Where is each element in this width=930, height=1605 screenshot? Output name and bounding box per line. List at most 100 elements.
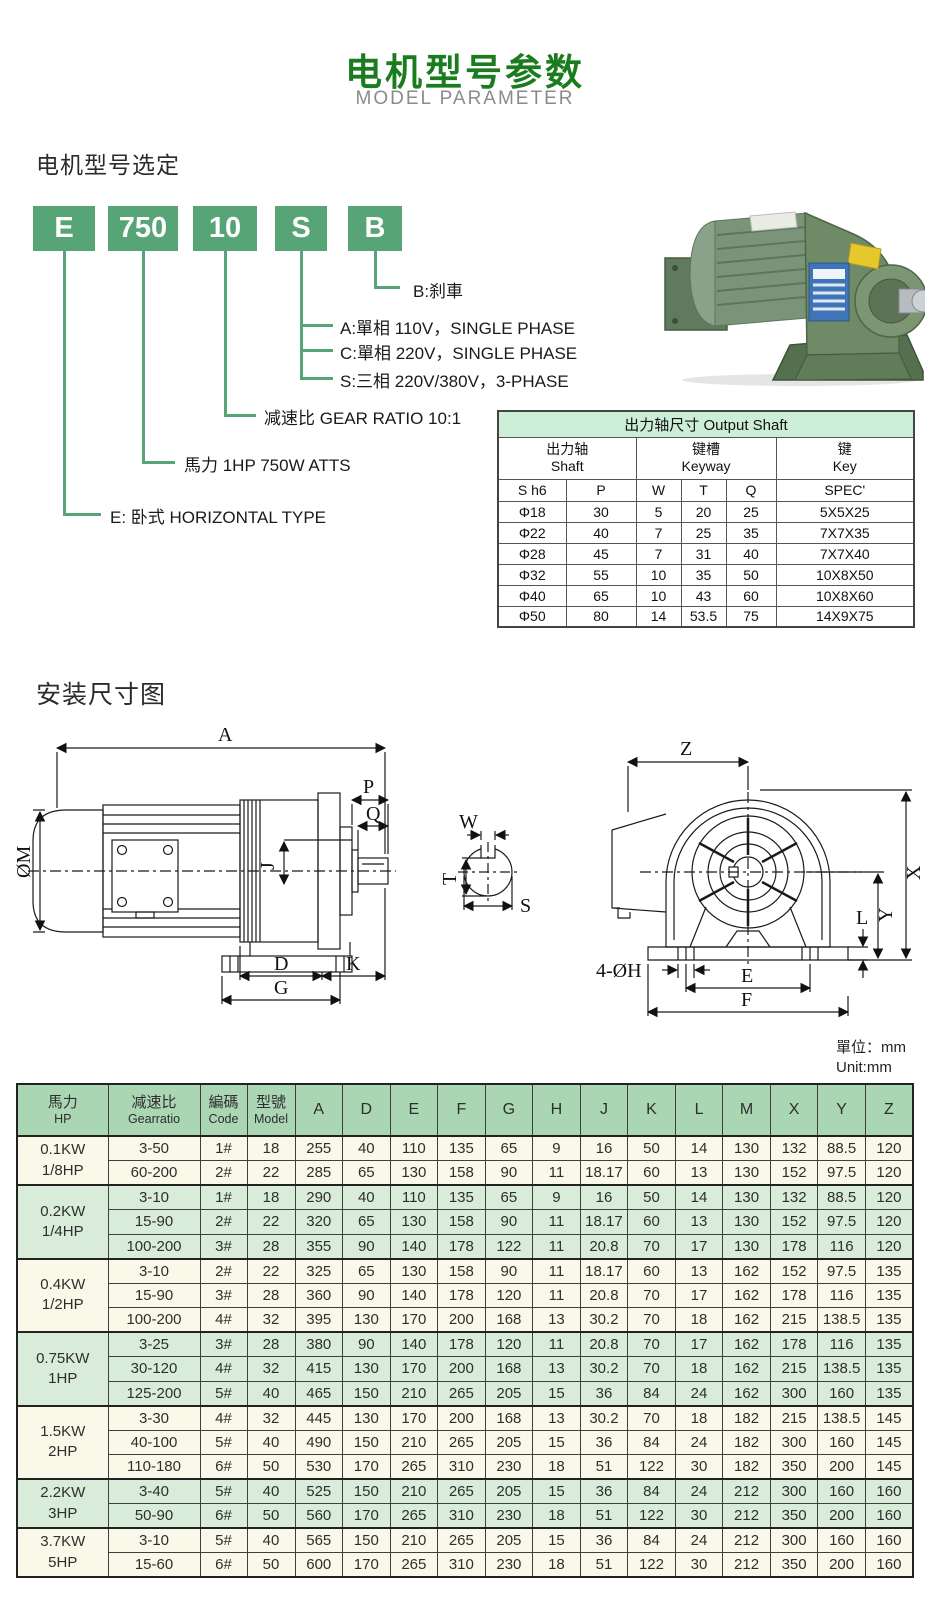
dimension-cell: 30: [674, 1454, 724, 1480]
dimension-cell: 135: [864, 1257, 914, 1284]
code-box-type: E: [33, 206, 95, 251]
shaft-col-header: Q: [725, 478, 777, 502]
dimension-cell: 3#: [199, 1282, 248, 1308]
dimension-cell: 15: [532, 1527, 581, 1553]
dimension-cell: 310: [437, 1552, 486, 1578]
shaft-table-cell: 7: [635, 542, 682, 565]
unit-note-en: Unit:mm: [836, 1059, 892, 1077]
shaft-table-cell: 30: [565, 500, 637, 523]
dimension-cell: 380: [294, 1331, 344, 1357]
dimension-cell: 265: [437, 1380, 486, 1406]
dimension-cell: 15: [532, 1478, 581, 1504]
dimension-cell: 24: [674, 1380, 724, 1406]
connector-line: [63, 513, 101, 516]
dimension-column-header: M: [722, 1083, 771, 1137]
dimension-cell: 415: [294, 1356, 344, 1382]
dimension-cell: 110: [389, 1135, 439, 1161]
dimension-cell: 168: [484, 1307, 534, 1333]
dimension-cell: 138.5: [817, 1307, 866, 1333]
dimension-cell: 168: [484, 1404, 534, 1431]
dimension-cell: 15: [532, 1429, 581, 1455]
label-power: 馬力 1HP 750W ATTS: [184, 456, 351, 475]
dimension-cell: 18: [674, 1356, 724, 1382]
dimension-cell: 51: [579, 1454, 629, 1480]
dimension-cell: 525: [294, 1478, 344, 1504]
dimension-cell: 230: [484, 1552, 534, 1578]
dimension-cell: 205: [484, 1380, 534, 1406]
dimension-cell: 116: [817, 1282, 866, 1308]
shaft-table-cell: 50: [725, 563, 777, 586]
connector-line: [224, 251, 227, 417]
dimension-cell: 300: [769, 1527, 819, 1553]
connector-line: [300, 377, 333, 380]
dimension-cell: 100-200: [107, 1233, 201, 1259]
dimension-cell: 350: [769, 1552, 819, 1578]
dimension-cell: 40: [342, 1135, 391, 1161]
shaft-table-cell: 45: [565, 542, 637, 565]
dimension-cell: 28: [246, 1331, 296, 1357]
dimension-cell: 135: [864, 1331, 914, 1357]
code-box-ratio: 10: [193, 206, 257, 251]
dimension-cell: 11: [532, 1209, 581, 1235]
dimension-cell: 265: [389, 1552, 439, 1578]
shaft-table-cell: Φ18: [497, 500, 567, 523]
dimension-cell: 178: [769, 1282, 819, 1308]
dim-label-x: X: [903, 865, 925, 880]
dimension-cell: 36: [579, 1527, 629, 1553]
dimension-cell: 50-90: [107, 1503, 201, 1529]
shaft-table-cell: 43: [680, 584, 727, 607]
dimension-cell: 120: [864, 1209, 914, 1235]
dimension-cell: 18: [532, 1454, 581, 1480]
dim-label-g: G: [274, 977, 288, 999]
connector-line: [300, 251, 303, 380]
dimension-cell: 70: [627, 1233, 676, 1259]
dimension-cell: 178: [437, 1282, 486, 1308]
dimension-cell: 11: [532, 1160, 581, 1186]
dimension-cell: 120: [484, 1331, 534, 1357]
shaft-table-cell: 60: [725, 584, 777, 607]
dimension-cell: 310: [437, 1503, 486, 1529]
dimension-cell: 116: [817, 1233, 866, 1259]
dimension-cell: 162: [722, 1282, 771, 1308]
connector-line: [224, 414, 256, 417]
dimension-cell: 30.2: [579, 1356, 629, 1382]
dimension-cell: 2#: [199, 1209, 248, 1235]
dimension-cell: 40: [246, 1380, 296, 1406]
dimension-cell: 300: [769, 1380, 819, 1406]
dimension-cell: 135: [864, 1380, 914, 1406]
label-phase-c: C:單相 220V，SINGLE PHASE: [340, 344, 578, 363]
shaft-table-cell: 40: [725, 542, 777, 565]
dim-label-y: Y: [875, 908, 897, 922]
shaft-table-cell: 10: [635, 584, 682, 607]
dimension-cell: 30: [674, 1552, 724, 1578]
page-title: 电机型号参数: [345, 52, 585, 93]
dimension-cell: 212: [722, 1552, 771, 1578]
dimension-cell: 100-200: [107, 1307, 201, 1333]
dimension-column-header: K: [627, 1083, 676, 1137]
label-brake: B:刹車: [413, 282, 464, 301]
dimension-cell: 200: [817, 1552, 866, 1578]
dimension-cell: 17: [674, 1331, 724, 1357]
shaft-table-cell: 75: [725, 605, 777, 628]
dimension-cell: 140: [389, 1331, 439, 1357]
dimension-cell: 162: [722, 1380, 771, 1406]
dimension-cell: 18: [246, 1184, 296, 1210]
dimension-cell: 90: [484, 1160, 534, 1186]
dimension-cell: 150: [342, 1429, 391, 1455]
dimension-cell: 14: [674, 1135, 724, 1161]
dimension-cell: 13: [674, 1257, 724, 1284]
dimension-cell: 285: [294, 1160, 344, 1186]
dimension-cell: 140: [389, 1233, 439, 1259]
dimension-cell: 32: [246, 1307, 296, 1333]
